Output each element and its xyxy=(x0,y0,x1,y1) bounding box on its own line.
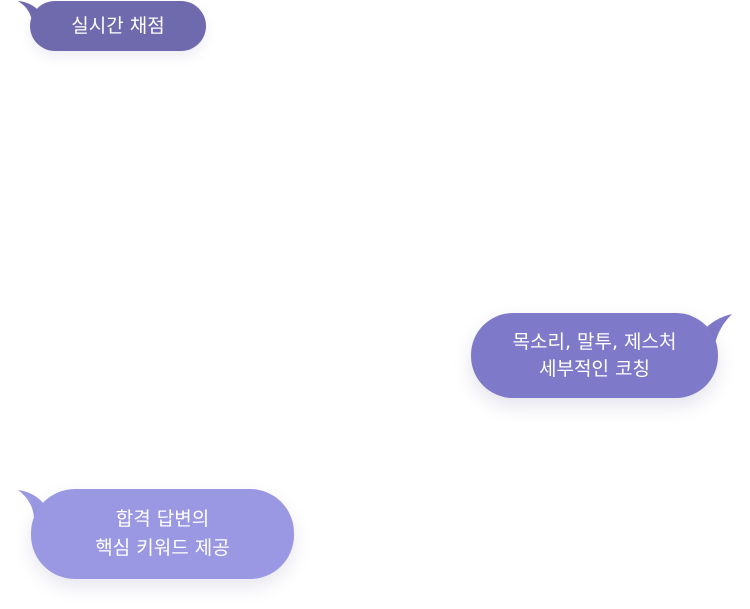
bubble-body: 합격 답변의 핵심 키워드 제공 xyxy=(31,489,294,579)
speech-bubble-detailed-coaching: 목소리, 말투, 제스처 세부적인 코칭 xyxy=(470,312,732,402)
speech-bubble-realtime-scoring: 실시간 채점 xyxy=(18,0,208,54)
bubble-body: 실시간 채점 xyxy=(30,1,206,51)
bubble-text-line: 목소리, 말투, 제스처 xyxy=(512,330,677,353)
bubble-text-line: 핵심 키워드 제공 xyxy=(95,537,230,559)
bubble-text-line: 실시간 채점 xyxy=(71,15,165,37)
speech-bubble-keywords: 합격 답변의 핵심 키워드 제공 xyxy=(18,488,298,584)
bubble-body: 목소리, 말투, 제스처 세부적인 코칭 xyxy=(471,313,718,398)
bubble-text-line: 합격 답변의 xyxy=(115,508,210,530)
bubble-text-line: 세부적인 코칭 xyxy=(539,357,650,380)
